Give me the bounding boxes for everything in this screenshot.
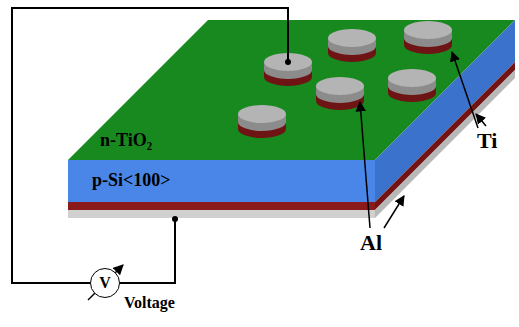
al-dot-top xyxy=(328,29,376,47)
al-layer-side xyxy=(375,70,515,218)
layer-name: n-TiO₂ xyxy=(100,130,152,151)
wire-junction xyxy=(172,216,178,222)
meter-label: Voltage xyxy=(124,294,175,312)
wire xyxy=(12,8,288,283)
meter-symbol: V xyxy=(99,274,111,292)
leader-line xyxy=(384,196,404,228)
leader-line xyxy=(476,114,486,126)
wire-junction xyxy=(285,59,291,65)
si-layer-side xyxy=(375,20,515,202)
al-dot-top xyxy=(238,105,286,123)
meter-arrow xyxy=(88,265,123,300)
si-layer-front xyxy=(68,160,375,202)
voltmeter-circle: V xyxy=(90,268,120,298)
al-layer-front xyxy=(68,210,375,218)
part-label: Ti xyxy=(477,128,497,154)
ti-layer-side xyxy=(375,62,515,210)
layer-label-box: p-Si<100> xyxy=(92,170,171,191)
ti-layer-front xyxy=(68,202,375,210)
al-dot-top xyxy=(388,69,436,87)
leader-line xyxy=(360,102,370,228)
wire xyxy=(120,219,175,283)
al-dot-top xyxy=(404,21,452,39)
contact-dots xyxy=(238,21,452,138)
layer-name: p-Si<100> xyxy=(92,170,171,191)
leader-line xyxy=(452,52,478,128)
layer-label-box: n-TiO₂ xyxy=(100,130,152,151)
part-label: Al xyxy=(360,230,382,256)
al-dot-top xyxy=(316,77,364,95)
